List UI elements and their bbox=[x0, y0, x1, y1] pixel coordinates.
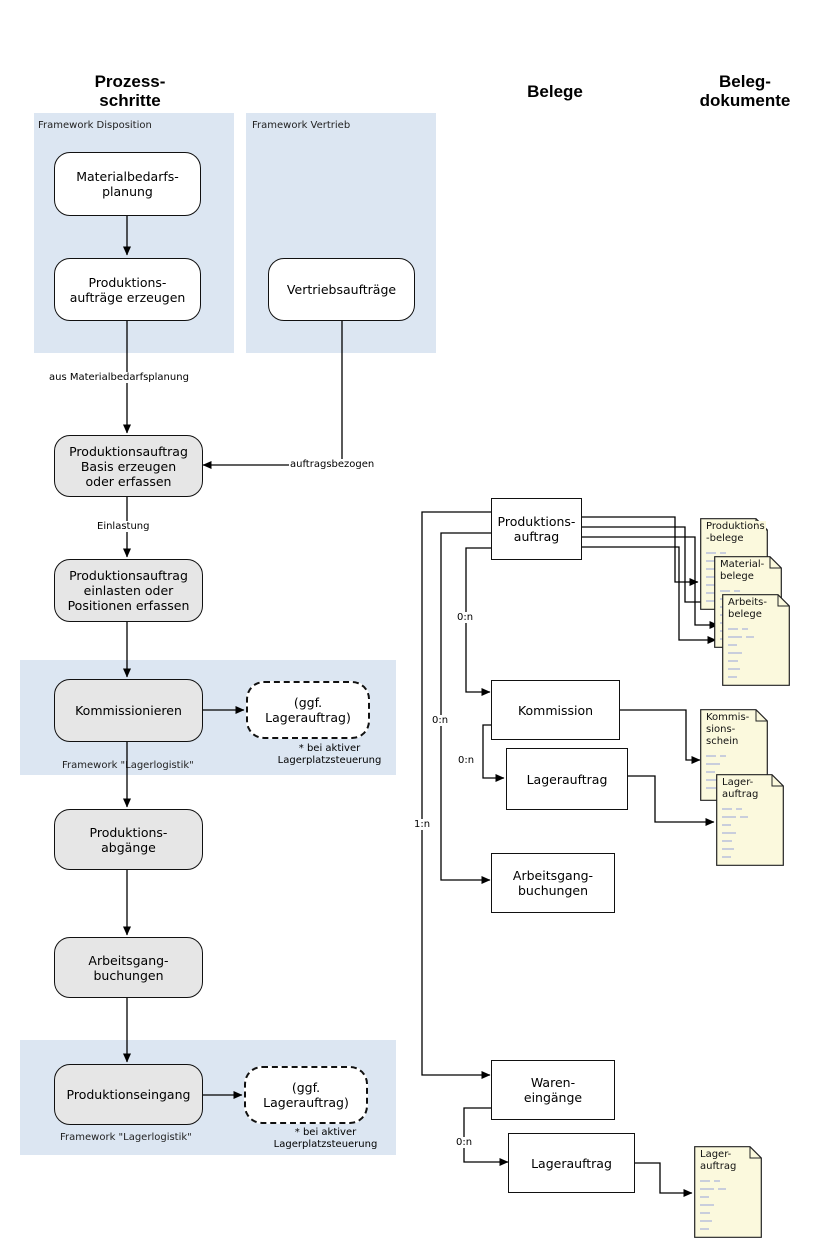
framework-lagerlogistik-label-1: Framework "Lagerlogistik" bbox=[62, 760, 194, 771]
node-arbeitsgangbuchungen[interactable]: Arbeitsgang- buchungen bbox=[54, 937, 203, 998]
header-belege: Belege bbox=[527, 82, 583, 101]
doc-kommissionsschein-label: Kommis- sions- schein bbox=[705, 712, 751, 748]
doc-lagerauftrag-1-label: Lager- auftrag bbox=[721, 777, 760, 801]
header-prozessschritte: Prozess- schritte bbox=[94, 72, 166, 110]
doc-lagerauftrag-2-label: Lager- auftrag bbox=[699, 1149, 738, 1173]
edge-pa-to-arbeitsbelege-2 bbox=[582, 546, 717, 644]
edge-label-aus-materialbedarfsplanung: aus Materialbedarfsplanung bbox=[48, 372, 190, 383]
edge-lager1-to-doc bbox=[628, 775, 715, 826]
node-produktionsabgaenge[interactable]: Produktions- abgänge bbox=[54, 809, 203, 870]
note-lagerplatzsteuerung-2: * bei aktiver Lagerplatzsteuerung bbox=[273, 1127, 378, 1150]
edge-label-card-pa-kommission: 0:n bbox=[456, 612, 475, 623]
header-belegdokumente: Beleg- dokumente bbox=[699, 72, 791, 110]
edge-vertrieb-to-basis bbox=[202, 321, 343, 469]
edge-kommission-to-lager bbox=[482, 724, 505, 782]
doc-materialbelege-label: Material- belege bbox=[719, 559, 766, 583]
edge-pa-to-produktionsbelege bbox=[582, 516, 699, 586]
doc-arbeitsbelege-label: Arbeits- belege bbox=[727, 597, 768, 621]
edge-label-card-pa-arbeitsgang: 0:n bbox=[431, 715, 450, 726]
framework-disposition-label: Framework Disposition bbox=[38, 120, 152, 131]
edge-wareneingaenge-to-lager bbox=[463, 1107, 509, 1166]
beleg-lagerauftrag-1[interactable]: Lagerauftrag bbox=[506, 748, 628, 810]
beleg-produktionsauftrag[interactable]: Produktions- auftrag bbox=[491, 498, 582, 560]
edge-label-einlastung: Einlastung bbox=[96, 521, 151, 532]
edge-lager2-to-doc bbox=[635, 1162, 693, 1197]
doc-arbeitsbelege[interactable]: Arbeits- belege bbox=[722, 594, 790, 686]
doc-produktionsbelege-label: Produktions -belege bbox=[705, 521, 766, 545]
node-kommissionieren[interactable]: Kommissionieren bbox=[54, 679, 203, 742]
note-lagerplatzsteuerung-1: * bei aktiver Lagerplatzsteuerung bbox=[277, 743, 382, 766]
edge-label-auftragsbezogen: auftragsbezogen bbox=[289, 459, 376, 470]
edge-label-card-kommission-lager: 0:n bbox=[457, 755, 476, 766]
edge-label-card-pa-wareneingaenge: 1:n bbox=[413, 819, 432, 830]
node-produktionsauftraege-erzeugen[interactable]: Produktions- aufträge erzeugen bbox=[54, 258, 201, 321]
node-materialbedarfsplanung[interactable]: Materialbedarfs- planung bbox=[54, 152, 201, 216]
edge-pa-to-materialbelege bbox=[582, 526, 713, 606]
node-produktionseingang[interactable]: Produktionseingang bbox=[54, 1064, 203, 1125]
node-vertriebsauftraege[interactable]: Vertriebsaufträge bbox=[268, 258, 415, 321]
edge-pa-to-arbeitsgang bbox=[440, 532, 491, 884]
node-produktionsauftrag-einlasten[interactable]: Produktionsauftrag einlasten oder Positi… bbox=[54, 559, 203, 622]
node-ggf-lagerauftrag-2[interactable]: (ggf. Lagerauftrag) bbox=[244, 1066, 368, 1124]
beleg-arbeitsgangbuchungen[interactable]: Arbeitsgang- buchungen bbox=[491, 853, 615, 913]
doc-lagerauftrag-1[interactable]: Lager- auftrag bbox=[716, 774, 784, 866]
framework-lagerlogistik-label-2: Framework "Lagerlogistik" bbox=[60, 1132, 192, 1143]
node-ggf-lagerauftrag-1[interactable]: (ggf. Lagerauftrag) bbox=[246, 681, 370, 739]
edge-pa-to-wareneingaenge bbox=[421, 511, 491, 1079]
node-produktionsauftrag-basis[interactable]: Produktionsauftrag Basis erzeugen oder e… bbox=[54, 435, 203, 497]
beleg-wareneingaenge[interactable]: Waren- eingänge bbox=[491, 1060, 615, 1120]
edge-pa-to-arbeitsbelege bbox=[582, 536, 719, 629]
edge-label-card-wareneingaenge-lager: 0:n bbox=[455, 1137, 474, 1148]
beleg-kommission[interactable]: Kommission bbox=[491, 680, 620, 740]
edge-kommission-to-kommschein bbox=[620, 709, 701, 764]
doc-lagerauftrag-2[interactable]: Lager- auftrag bbox=[694, 1146, 762, 1238]
beleg-lagerauftrag-2[interactable]: Lagerauftrag bbox=[508, 1133, 635, 1193]
framework-vertrieb-label: Framework Vertrieb bbox=[252, 120, 351, 131]
